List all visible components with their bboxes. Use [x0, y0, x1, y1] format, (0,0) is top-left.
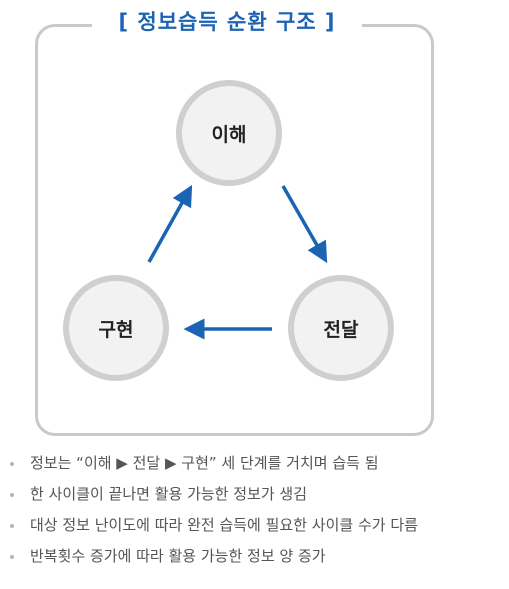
bullet-text: 반복횟수 증가에 따라 활용 가능한 정보 양 증가 [30, 547, 326, 565]
bullet-text: 한 사이클이 끝나면 활용 가능한 정보가 생김 [30, 485, 308, 503]
node-implement: 구현 [63, 275, 169, 381]
node-understand: 이해 [176, 80, 282, 186]
title-bracket-close: ] [324, 10, 336, 34]
bullet-item: 반복횟수 증가에 따라 활용 가능한 정보 양 증가 [10, 541, 418, 572]
node-understand-label: 이해 [211, 123, 247, 146]
diagram-title: [ 정보습득 순환 구조 ] [92, 5, 362, 39]
bullet-list: 정보는 “이해 ▶ 전달 ▶ 구현” 세 단계를 거치며 습득 됨 한 사이클이… [10, 448, 418, 572]
bullet-text: 정보는 “이해 ▶ 전달 ▶ 구현” 세 단계를 거치며 습득 됨 [30, 454, 379, 472]
node-deliver: 전달 [288, 275, 394, 381]
bullet-item: 한 사이클이 끝나면 활용 가능한 정보가 생김 [10, 479, 418, 510]
bullet-item: 정보는 “이해 ▶ 전달 ▶ 구현” 세 단계를 거치며 습득 됨 [10, 448, 418, 479]
node-implement-label: 구현 [98, 318, 134, 341]
title-bracket-open: [ [118, 10, 130, 34]
title-text: 정보습득 순환 구조 [137, 10, 317, 34]
bullet-dot-icon [10, 524, 14, 528]
bullet-item: 대상 정보 난이도에 따라 완전 습득에 필요한 사이클 수가 다름 [10, 510, 418, 541]
bullet-dot-icon [10, 462, 14, 466]
bullet-dot-icon [10, 493, 14, 497]
bullet-dot-icon [10, 555, 14, 559]
node-deliver-label: 전달 [323, 318, 359, 341]
bullet-text: 대상 정보 난이도에 따라 완전 습득에 필요한 사이클 수가 다름 [30, 516, 418, 534]
